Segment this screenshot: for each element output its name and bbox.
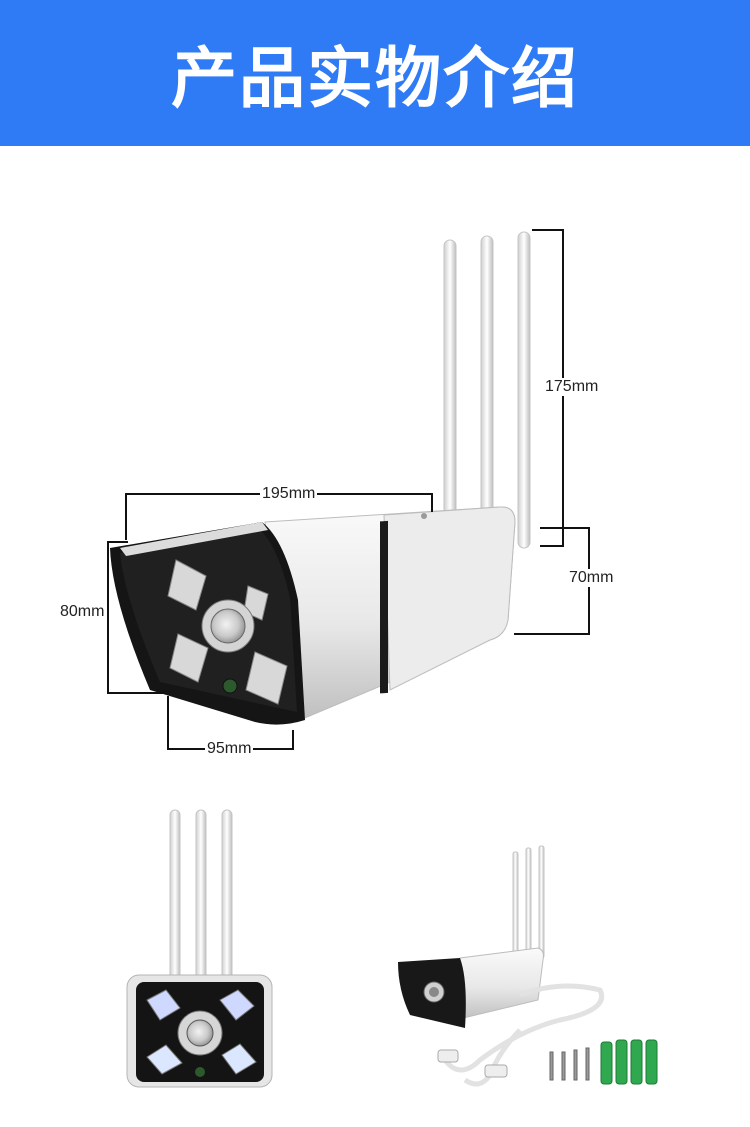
- title-banner: 产品实物介绍: [0, 0, 750, 146]
- width-dimension-label: 195mm: [260, 485, 318, 503]
- antenna-right: [517, 231, 531, 549]
- antenna-dimension-label: 175mm: [543, 378, 601, 396]
- ir-led-panel: [167, 559, 288, 705]
- page-title: 产品实物介绍: [171, 40, 579, 117]
- camera-front-view: [126, 809, 273, 1088]
- mounting-screws: [549, 1047, 590, 1081]
- antenna-middle: [480, 235, 494, 531]
- height-dimension-label: 80mm: [58, 603, 107, 621]
- wall-anchors: [600, 1039, 658, 1085]
- antenna-left: [443, 239, 457, 531]
- depth-dimension-label: 70mm: [567, 569, 616, 587]
- front-dimension-label: 95mm: [205, 740, 254, 758]
- antenna-group: [443, 231, 531, 549]
- camera-lens: [201, 599, 255, 694]
- camera-body: [110, 506, 516, 725]
- camera-package-view: [398, 845, 658, 1087]
